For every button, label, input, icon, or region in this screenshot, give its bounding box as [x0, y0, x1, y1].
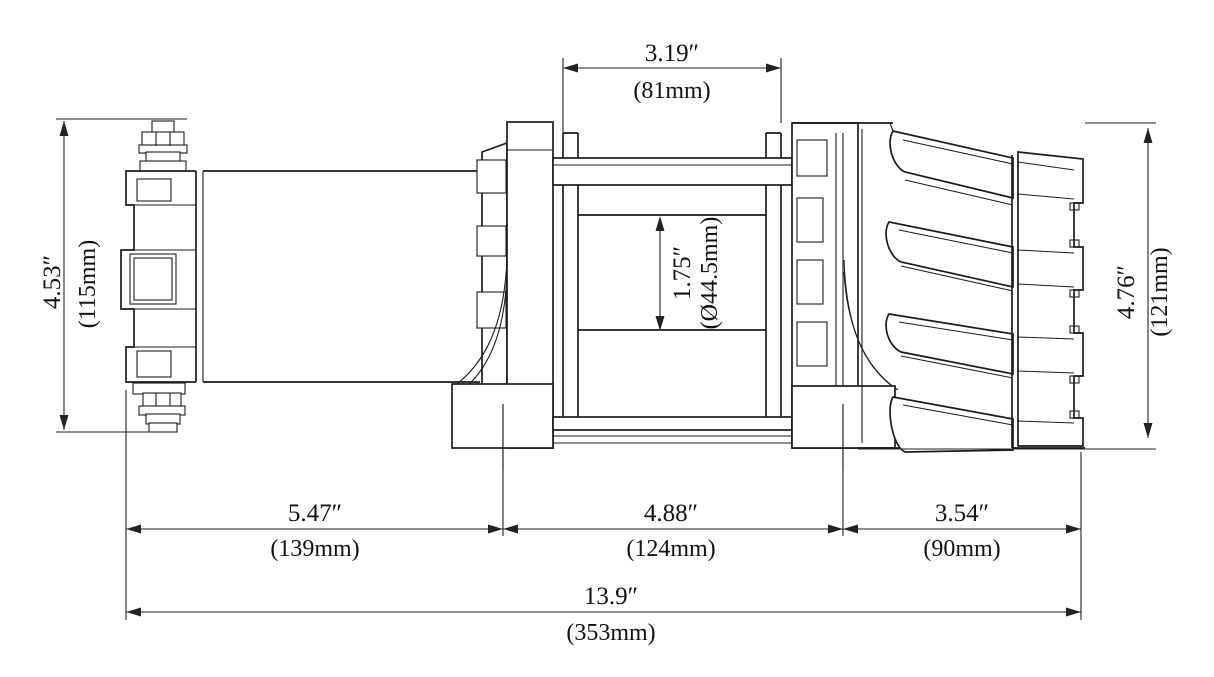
dimension-drum-width: 3.19″ (81mm) [562, 40, 782, 133]
dim-motor-length-mm: (139mm) [270, 536, 359, 562]
motor-body [203, 170, 480, 383]
drum-support-right [791, 122, 899, 470]
gear-housing [792, 122, 1085, 453]
dim-drum-width-mm: (81mm) [633, 78, 710, 104]
dim-drum-length-in: 4.88″ [644, 500, 698, 527]
dim-housing-length-mm: (90mm) [923, 536, 1000, 562]
dimension-overall-length: 13.9″ (353mm) [126, 583, 1081, 646]
dim-drum-diameter-mm: (Ø44.5mm) [697, 217, 723, 330]
bottom-stud [132, 382, 186, 433]
dim-housing-height-mm: (121mm) [1147, 247, 1173, 336]
dim-overall-length-mm: (353mm) [566, 620, 655, 646]
dim-motor-length-in: 5.47″ [288, 500, 342, 527]
dimension-sections-row: 5.47″ (139mm) 4.88″ (124mm) 3.54″ (90mm) [125, 390, 1082, 620]
dimension-drum-diameter: 1.75″ (Ø44.5mm) [655, 216, 723, 331]
motor-end-cap [120, 120, 204, 433]
dimension-housing-height: 4.76″ (121mm) [858, 122, 1173, 450]
dim-motor-height-mm: (115mm) [75, 240, 101, 328]
drum-support-left [451, 121, 554, 470]
dimension-motor-height: 4.53″ (115mm) [39, 118, 187, 433]
dim-motor-height-in: 4.53″ [39, 255, 66, 309]
dim-housing-length-in: 3.54″ [935, 500, 989, 527]
tie-bar-top [552, 157, 793, 186]
dim-drum-width-in: 3.19″ [645, 40, 699, 67]
dim-overall-length-in: 13.9″ [584, 583, 638, 610]
dim-housing-height-in: 4.76″ [1113, 265, 1140, 319]
dim-drum-diameter-in: 1.75″ [669, 246, 696, 300]
top-stud [138, 120, 188, 172]
dim-drum-length-mm: (124mm) [626, 536, 715, 562]
tie-bar-bottom [552, 416, 793, 444]
